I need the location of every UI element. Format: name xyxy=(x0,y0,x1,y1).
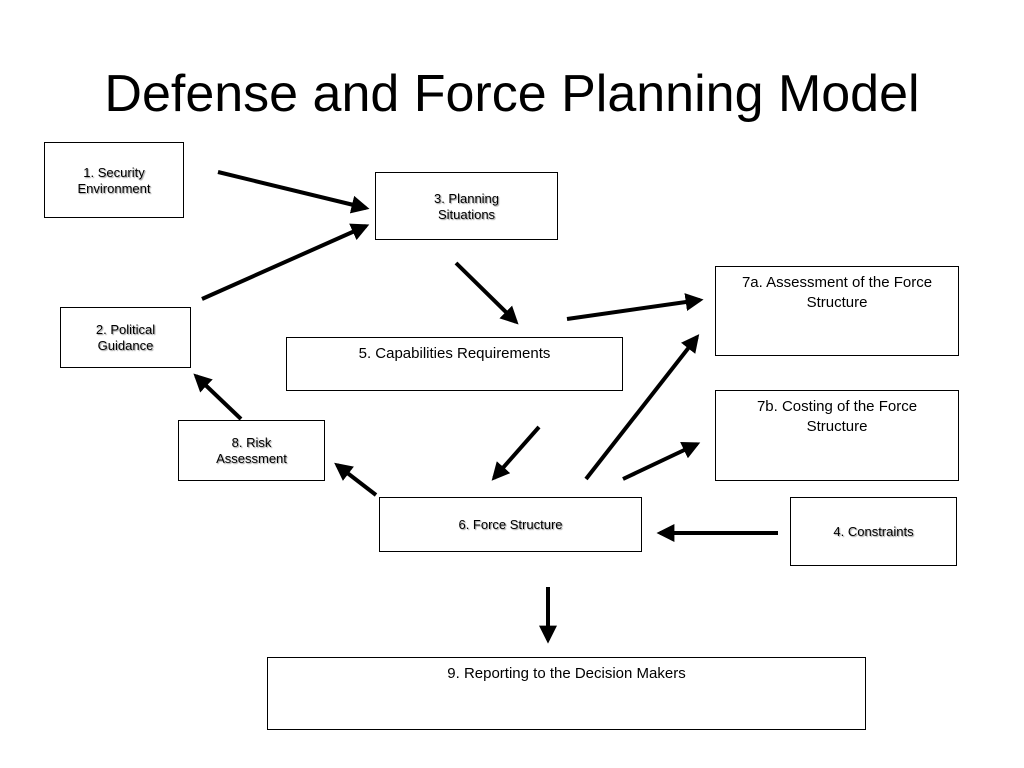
arrow-risk-to-political xyxy=(193,373,243,421)
arrow-capabilities-to-assessment xyxy=(566,293,704,321)
arrow-capabilities-to-force xyxy=(491,425,541,481)
node-assessment-force-structure: 7a. Assessment of the Force Structure xyxy=(715,266,959,356)
node-capabilities-requirements: 5. Capabilities Requirements xyxy=(286,337,623,391)
node-label: 8. Risk Assessment xyxy=(216,435,287,466)
node-label: 2. Political Guidance xyxy=(95,322,156,353)
node-constraints: 4. Constraints xyxy=(790,497,957,566)
node-label: 4. Constraints xyxy=(833,524,914,539)
node-political-guidance: 2. Political Guidance xyxy=(60,307,191,368)
node-costing-force-structure: 7b. Costing of the Force Structure xyxy=(715,390,959,481)
arrow-force-to-costing xyxy=(622,442,701,481)
node-label: 9. Reporting to the Decision Makers xyxy=(447,665,686,682)
arrow-planning-to-capabilities xyxy=(454,261,519,325)
arrow-security-to-planning xyxy=(217,170,370,214)
arrow-political-to-planning xyxy=(201,223,370,301)
node-label: 1. Security Environment xyxy=(77,165,151,196)
node-planning-situations: 3. Planning Situations xyxy=(375,172,558,240)
node-label: 7a. Assessment of the Force Structure xyxy=(741,274,933,311)
node-risk-assessment: 8. Risk Assessment xyxy=(178,420,325,481)
arrow-force-to-assessment xyxy=(584,334,700,481)
node-label: 7b. Costing of the Force Structure xyxy=(756,398,918,435)
page-title: Defense and Force Planning Model xyxy=(104,65,920,123)
node-label: 5. Capabilities Requirements xyxy=(358,345,551,362)
node-reporting-decision-makers: 9. Reporting to the Decision Makers xyxy=(267,657,866,730)
node-label: 6. Force Structure xyxy=(458,517,563,532)
node-label: 3. Planning Situations xyxy=(433,191,500,222)
node-force-structure: 6. Force Structure xyxy=(379,497,642,552)
arrow-force-to-risk xyxy=(334,462,378,497)
node-security-environment: 1. Security Environment xyxy=(44,142,184,218)
